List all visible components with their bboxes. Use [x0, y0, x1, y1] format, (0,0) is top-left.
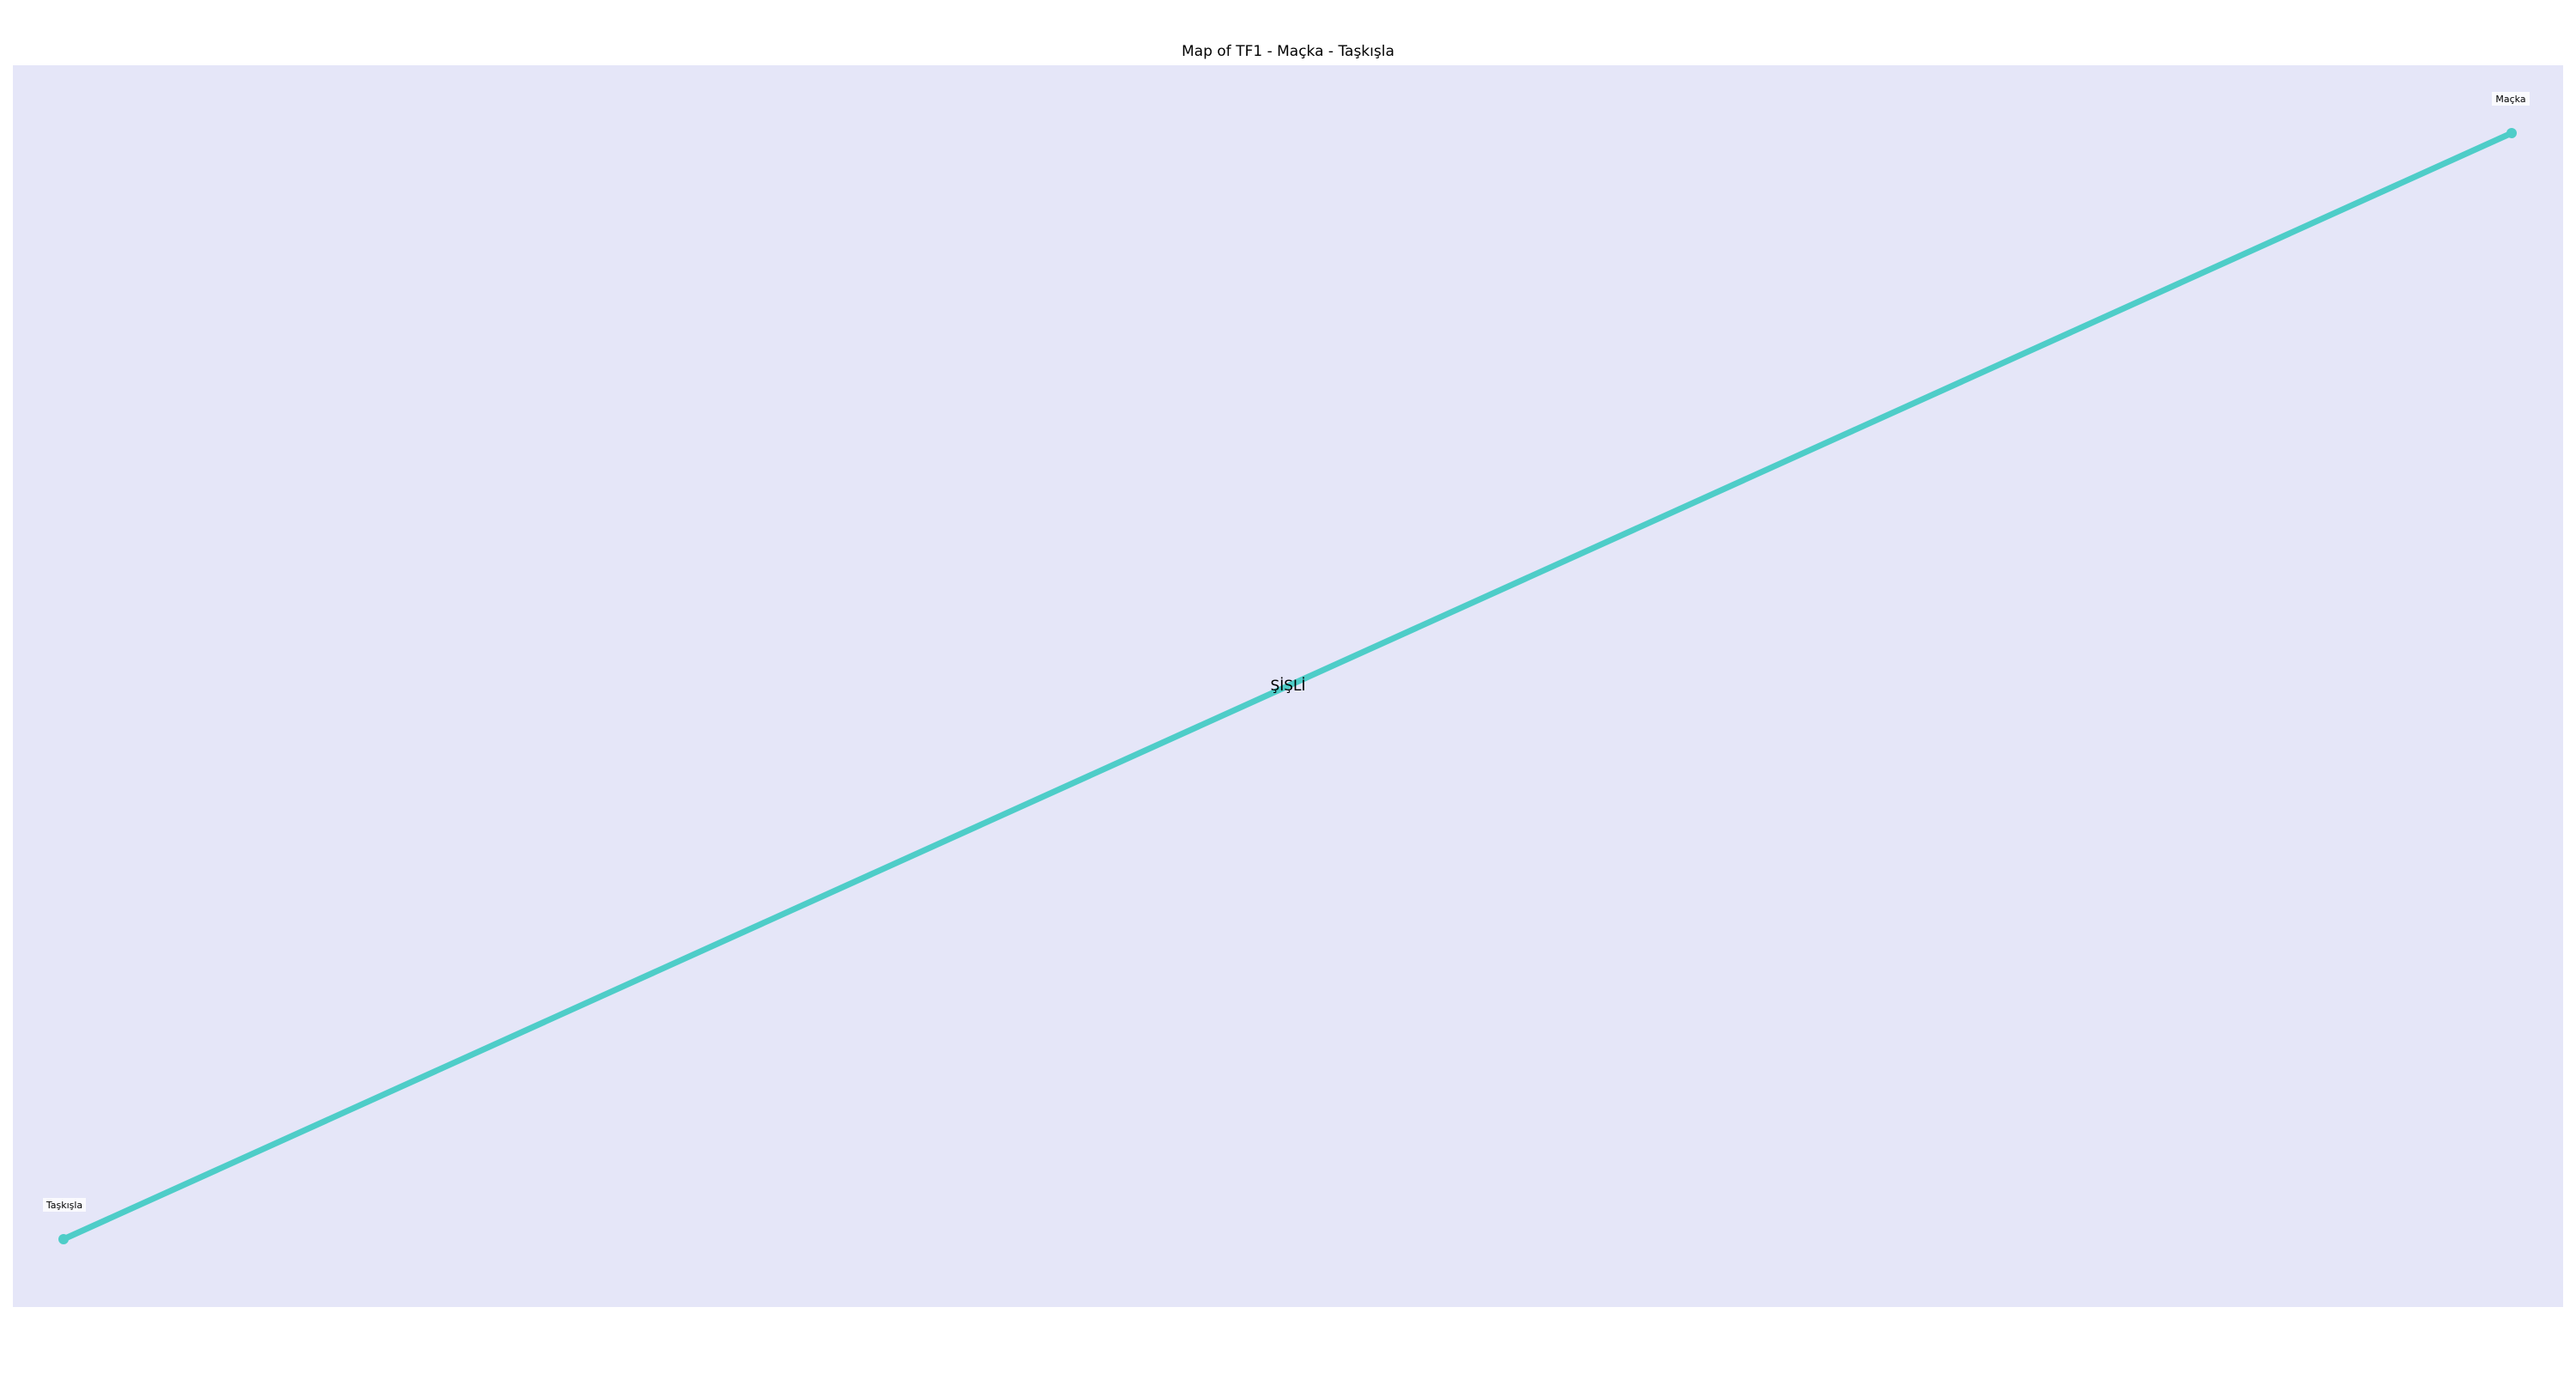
station-marker-macka[interactable] — [2506, 128, 2517, 138]
map-canvas: Taşkışla Maçka ŞİŞLİ — [13, 65, 2563, 1307]
map-title: Map of TF1 - Maçka - Taşkışla — [1182, 43, 1394, 60]
station-marker-taskisla[interactable] — [58, 1234, 69, 1244]
route-line-tf1[interactable] — [60, 130, 2515, 1243]
map-frame: Taşkışla Maçka ŞİŞLİ — [13, 65, 2563, 1307]
district-label: ŞİŞLİ — [1270, 677, 1305, 695]
station-label-box-macka — [2492, 92, 2530, 106]
station-label-box-taskisla — [43, 1198, 86, 1212]
station-label-taskisla: Taşkışla — [46, 1200, 82, 1211]
station-label-macka: Maçka — [2495, 94, 2525, 105]
